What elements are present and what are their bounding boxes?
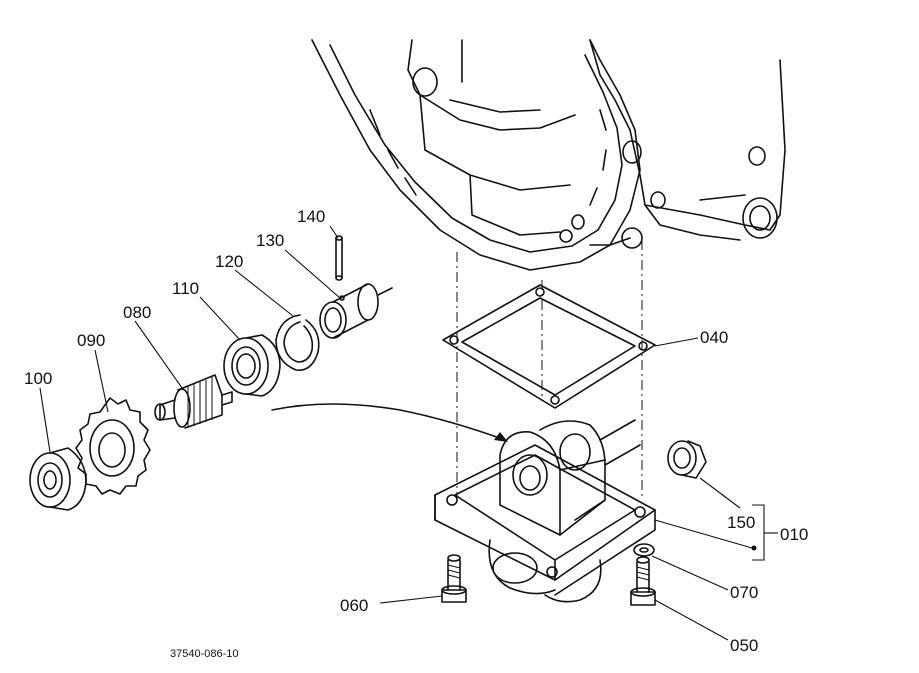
washer-070 — [633, 543, 655, 557]
ball-bearing-100 — [29, 447, 87, 511]
gasket-040 — [442, 284, 656, 409]
label-010: 010 — [780, 525, 808, 544]
bushing-150 — [667, 440, 707, 479]
label-110: 110 — [172, 279, 199, 298]
label-120: 120 — [215, 252, 243, 271]
part-labels: 140 130 120 110 080 090 100 040 150 010 … — [24, 207, 808, 660]
label-080: 080 — [123, 303, 151, 322]
drawing-code: 37540-086-10 — [170, 648, 239, 660]
pin-140 — [335, 235, 343, 281]
gear-090 — [75, 397, 151, 495]
ball-bearing-110 — [223, 334, 281, 397]
shaft-080 — [154, 374, 233, 429]
assembly-arrow — [271, 403, 508, 442]
label-040: 040 — [700, 328, 728, 347]
label-070: 070 — [730, 583, 758, 602]
transmission-case — [311, 39, 786, 271]
bolt-050 — [630, 556, 656, 606]
label-100: 100 — [24, 369, 52, 388]
label-130: 130 — [256, 231, 284, 250]
bolt-060 — [441, 554, 467, 603]
label-050: 050 — [730, 636, 758, 655]
label-150: 150 — [727, 513, 755, 532]
alignment-lines — [456, 240, 643, 500]
cover-housing — [434, 419, 656, 603]
snap-ring-120 — [275, 314, 320, 371]
leader-lines — [39, 225, 778, 641]
needle-bearing-130 — [319, 283, 393, 339]
label-060: 060 — [340, 596, 368, 615]
label-140: 140 — [297, 207, 325, 226]
label-090: 090 — [77, 331, 105, 350]
